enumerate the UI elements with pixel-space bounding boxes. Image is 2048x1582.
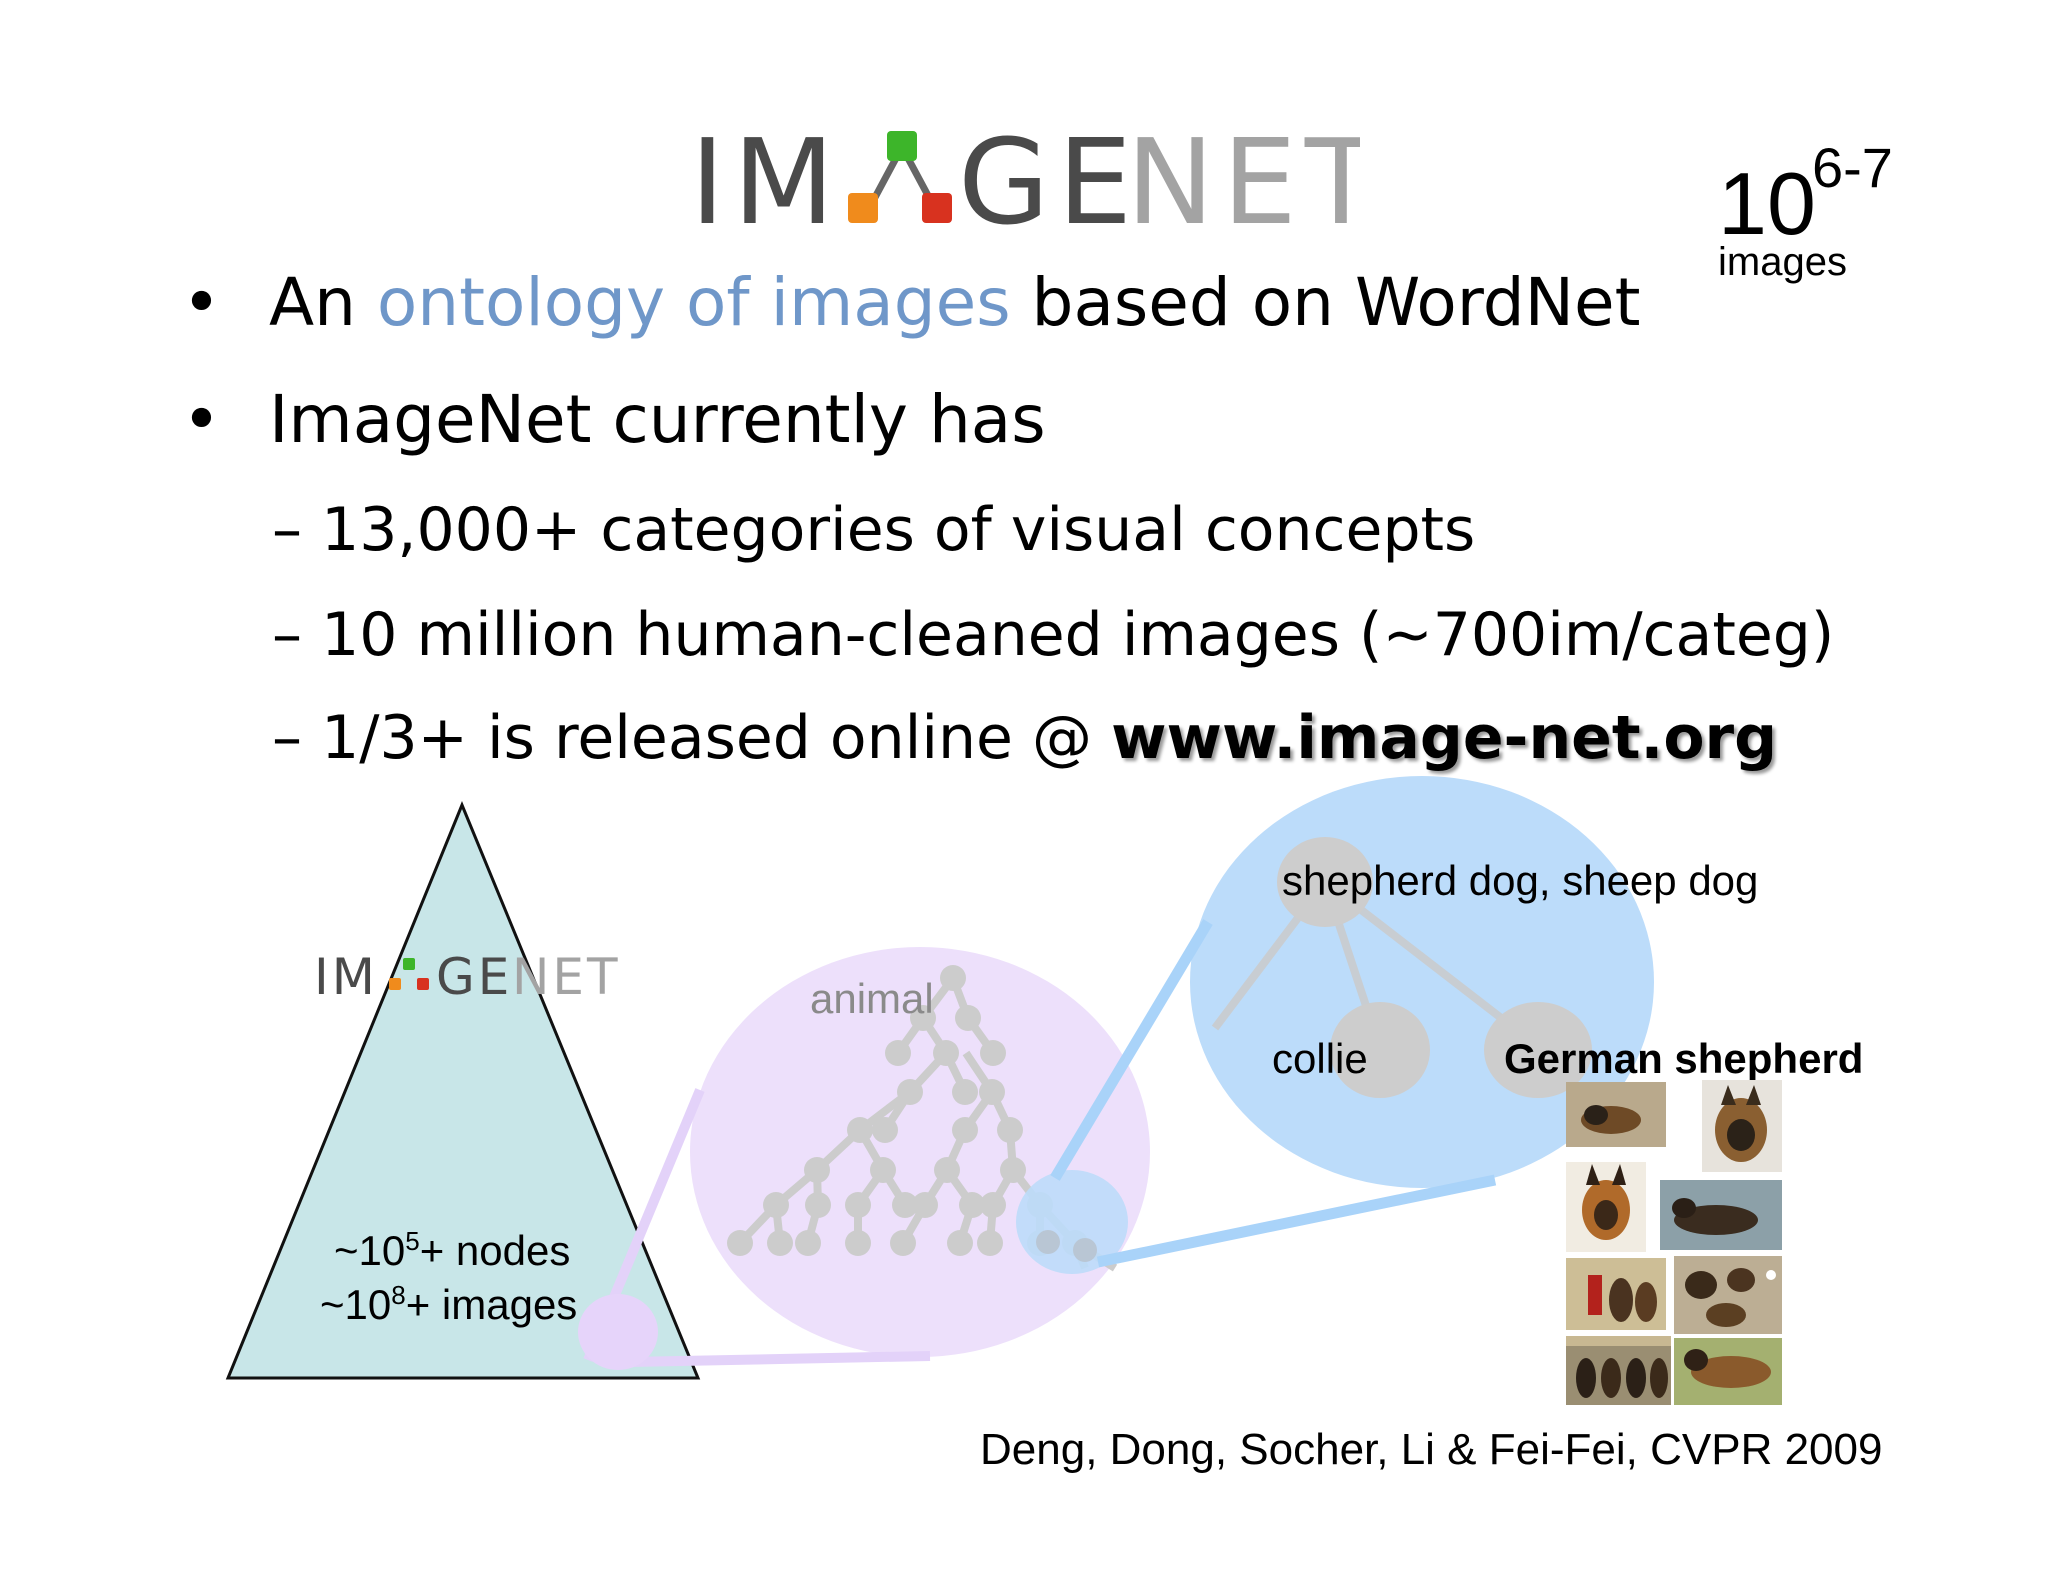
bullet-currently-has: •ImageNet currently has (182, 387, 1046, 453)
dog-photo-1 (1566, 1082, 1666, 1147)
detail-collie-node (1330, 1002, 1430, 1098)
count-label: images (1718, 240, 1847, 284)
pyramid-imagenet-logo: IM GE NET (314, 948, 634, 1006)
bullet-ontology-highlight: ontology of images (376, 264, 1011, 341)
logo-text-net: NET (1126, 125, 1360, 235)
nodes-post: + nodes (419, 1227, 571, 1274)
pyramid-logo-text-ge: GE (436, 952, 512, 1002)
pyramid-logo-text-net: NET (512, 952, 621, 1002)
pyramid-nodes-label: ~105+ nodes (334, 1228, 570, 1272)
bullet-currently-has-text: ImageNet currently has (268, 381, 1046, 458)
pyramid-logo-text-im: IM (314, 952, 378, 1002)
bullet-ontology-pre: An (268, 264, 377, 341)
tree-root-label: animal (810, 975, 934, 1022)
logo-text-ge: GE (958, 125, 1140, 235)
dog-photo-2 (1702, 1080, 1782, 1172)
pyramid-shape (225, 801, 701, 1380)
dog-photo-8 (1674, 1338, 1782, 1405)
zoom-line-detail-lower (1096, 1174, 1497, 1268)
nodes-pre: ~10 (334, 1227, 406, 1274)
nodes-exp: 5 (405, 1226, 420, 1256)
pyramid-images-label: ~108+ images (320, 1282, 577, 1326)
logo-text-im: IM (690, 125, 843, 235)
dog-photo-3 (1566, 1162, 1646, 1252)
detail-german-shepherd-node (1484, 1002, 1592, 1098)
website-url: www.image-net.org (1111, 703, 1778, 773)
detail-german-shepherd-label: German shepherd (1504, 1035, 1864, 1082)
bullet-ontology: •An ontology of images based on WordNet (182, 270, 1640, 336)
citation: Deng, Dong, Socher, Li & Fei-Fei, CVPR 2… (980, 1425, 1883, 1474)
dog-photo-7 (1566, 1336, 1671, 1405)
images-exp: 8 (391, 1280, 406, 1310)
zoom-line-lower (627, 1351, 931, 1367)
bullet-dot: • (182, 381, 221, 458)
subbullet-images: – 10 million human-cleaned images (~700i… (272, 600, 1835, 670)
subbullet-categories: – 13,000+ categories of visual concepts (272, 495, 1476, 565)
images-post: + images (405, 1281, 578, 1328)
german-shepherd-photo-collage (1566, 1080, 1786, 1405)
imagenet-logo-graphic: IM GE NET (690, 113, 1377, 251)
subbullet-released: – 1/3+ is released online @ www.image-ne… (272, 708, 1777, 768)
detail-collie-label: collie (1272, 1035, 1368, 1082)
detail-parent-label: shepherd dog, sheep dog (1282, 857, 1759, 904)
bullet-ontology-post: based on WordNet (1010, 264, 1641, 341)
logo-tree-icon (848, 131, 952, 223)
imagenet-logo: IM GE NET (690, 113, 1377, 251)
dog-photo-5 (1566, 1258, 1666, 1330)
count-exponent: 6-7 (1812, 136, 1893, 199)
subbullet-released-pre: – 1/3+ is released online @ (272, 703, 1112, 773)
dog-photo-6 (1674, 1256, 1782, 1334)
bullet-dot: • (182, 264, 221, 341)
tree-nodes (727, 965, 1088, 1256)
detail-parent-node (1277, 837, 1373, 927)
zoom-line-detail-upper (1050, 919, 1213, 1181)
pyramid-logo-tree-icon (389, 958, 429, 990)
count-base: 10 (1718, 154, 1816, 253)
pyramid-focus-circle (578, 1294, 658, 1370)
dog-photo-4 (1660, 1180, 1782, 1250)
images-pre: ~10 (320, 1281, 392, 1328)
